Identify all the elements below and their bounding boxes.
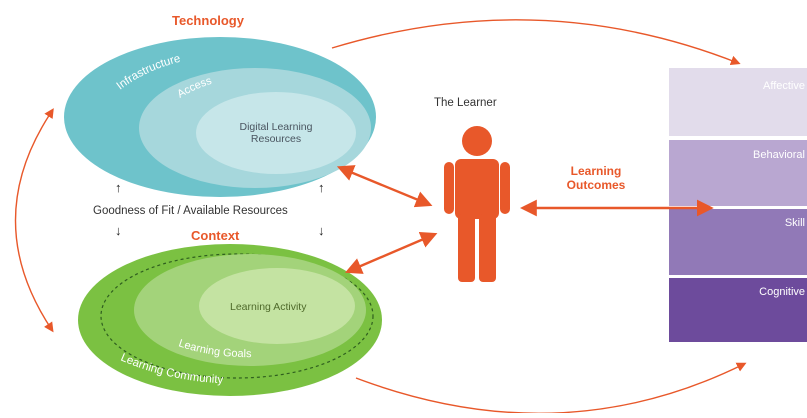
- outcome-levels: Affective Behavioral Skill Cognitive: [669, 68, 807, 342]
- outcomes-title: Learning Outcomes: [566, 164, 626, 192]
- technology-inner-ellipse: [196, 92, 356, 174]
- technology-core-label: Digital Learning Resources: [239, 121, 313, 146]
- learner-title: The Learner: [434, 97, 497, 109]
- learner-left-arm: [444, 162, 454, 214]
- outcome-level-affective: [669, 68, 807, 136]
- technology-context-loop-arrow: [14, 108, 54, 333]
- technology-learner-arrow: [336, 165, 433, 208]
- learner-figure: [444, 126, 510, 282]
- context-community-boundary: [100, 253, 374, 379]
- learner-left-leg: [458, 214, 475, 282]
- technology-to-outcomes-arrow: [331, 19, 741, 65]
- learner-right-leg: [479, 214, 496, 282]
- outcome-level-cognitive: [669, 278, 807, 342]
- outcome-level-skill: [669, 209, 807, 275]
- fit-arrow-up-right: ↑: [318, 180, 325, 195]
- context-core-label: Learning Activity: [230, 301, 307, 313]
- context-to-outcomes-arrow: [355, 362, 747, 414]
- outcome-level-label-cognitive: Cognitive: [759, 286, 805, 298]
- context-title: Context: [191, 228, 240, 243]
- learner-torso: [455, 159, 499, 219]
- context-learner-arrow: [344, 232, 438, 274]
- outcome-level-label-skill: Skill: [784, 217, 805, 229]
- context-inner-ellipse: [199, 268, 355, 344]
- outcome-level-label-affective: Affective: [763, 80, 805, 92]
- fit-arrow-down-left: ↓: [115, 223, 122, 238]
- learner-head: [462, 126, 492, 156]
- outcome-level-label-behavioral: Behavioral: [753, 149, 805, 161]
- fit-label: Goodness of Fit / Available Resources: [93, 205, 288, 217]
- outcome-level-behavioral: [669, 140, 807, 206]
- learner-right-arm: [500, 162, 510, 214]
- technology-title: Technology: [172, 13, 244, 28]
- fit-arrow-down-right: ↓: [318, 223, 325, 238]
- fit-arrow-up-left: ↑: [115, 180, 122, 195]
